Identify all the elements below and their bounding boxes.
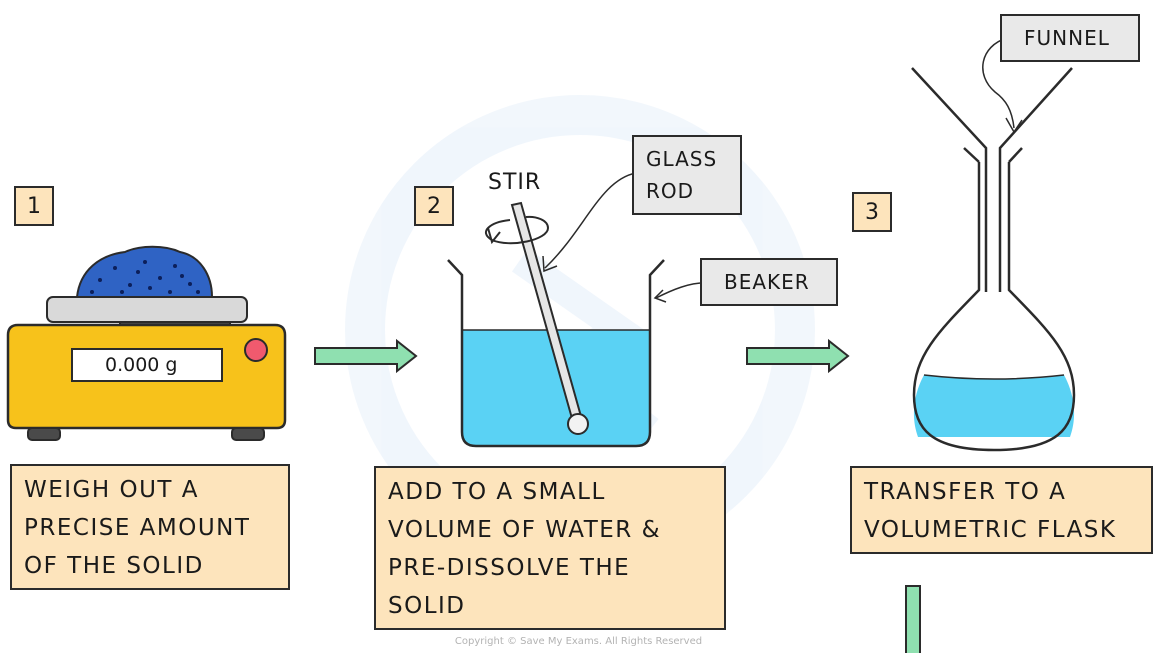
- volumetric-flask: [912, 162, 1076, 452]
- balance-readout: 0.000 g: [105, 354, 178, 376]
- step-2-number: 2: [414, 186, 454, 226]
- water-in-beaker: [462, 330, 650, 446]
- step-1-caption-line-2: PRECISE AMOUNT: [24, 515, 251, 541]
- balance: [6, 245, 287, 441]
- flask-outline: [912, 162, 1076, 452]
- glass-rod-pointer: [544, 172, 637, 269]
- step-1-caption-line-3: OF THE SOLID: [24, 553, 204, 579]
- step-1-number: 1: [14, 186, 54, 226]
- funnel: [911, 67, 1073, 292]
- balance-foot-left: [27, 427, 61, 441]
- step-3-caption-line-1: TRANSFER TO A: [864, 479, 1067, 505]
- step-2-caption-line-3: PRE-DISSOLVE THE: [388, 555, 631, 581]
- solid-pile: [75, 245, 214, 298]
- funnel-tag: FUNNEL: [1000, 14, 1140, 62]
- step-3-caption: TRANSFER TO A VOLUMETRIC FLASK: [850, 466, 1153, 554]
- balance-display: [71, 348, 223, 382]
- step-2-caption-line-1: ADD TO A SMALL: [388, 479, 606, 505]
- copyright-notice: Copyright © Save My Exams. All Rights Re…: [454, 636, 703, 647]
- stir-label: STIR: [488, 170, 542, 195]
- balance-pan: [46, 296, 248, 323]
- arrow-2-to-3: [746, 338, 850, 374]
- balance-button: [244, 338, 268, 362]
- step-1-caption-line-1: WEIGH OUT A: [24, 477, 200, 503]
- step-2-caption: ADD TO A SMALL VOLUME OF WATER & PRE-DIS…: [374, 466, 726, 630]
- arrow-3-down: [905, 585, 921, 653]
- glass-rod-tag-line-1: GLASS: [646, 147, 718, 171]
- beaker-tag: BEAKER: [700, 258, 838, 306]
- beaker-outline: [447, 259, 665, 448]
- glass-rod: [510, 201, 589, 435]
- balance-foot-right: [231, 427, 265, 441]
- solid-speckles: [90, 260, 200, 294]
- step-1-caption: WEIGH OUT A PRECISE AMOUNT OF THE SOLID: [10, 464, 290, 590]
- step-3-number: 3: [852, 192, 892, 232]
- step-2-caption-line-4: SOLID: [388, 593, 466, 619]
- step-3-caption-line-2: VOLUMETRIC FLASK: [864, 517, 1117, 543]
- flask-water: [913, 375, 1075, 437]
- glass-rod-tag-line-2: ROD: [646, 179, 695, 203]
- glass-rod-tag: GLASS ROD: [632, 135, 742, 215]
- step-2-caption-line-2: VOLUME OF WATER &: [388, 517, 662, 543]
- arrow-1-to-2: [314, 338, 418, 374]
- funnel-pointer: [982, 37, 1015, 129]
